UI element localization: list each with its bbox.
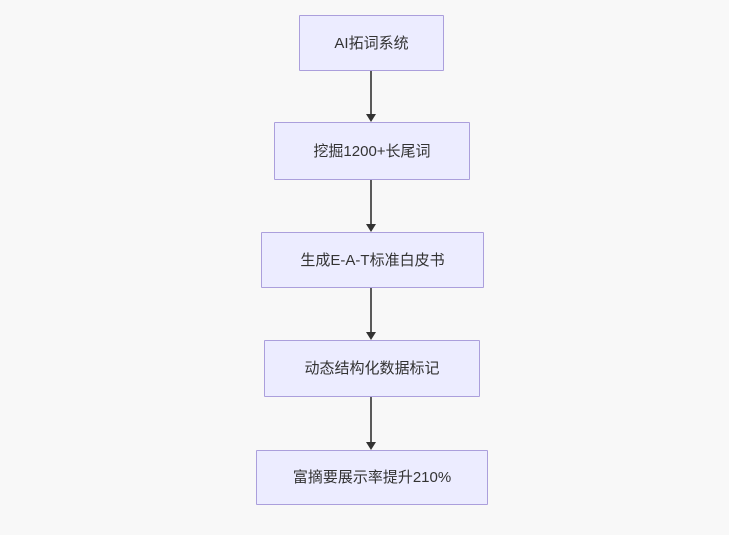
- arrowhead-down-icon: [366, 442, 376, 450]
- arrowhead-down-icon: [366, 114, 376, 122]
- flow-edge-2: [366, 180, 376, 232]
- edge-line: [370, 180, 372, 224]
- flow-node-label: 生成E-A-T标准白皮书: [300, 251, 445, 269]
- arrowhead-down-icon: [366, 332, 376, 340]
- flow-edge-4: [366, 397, 376, 450]
- flow-node-mine-longtail-keywords: 挖掘1200+长尾词: [274, 122, 470, 180]
- flow-node-ai-word-expansion-system: AI拓词系统: [299, 15, 444, 71]
- flow-node-label: 挖掘1200+长尾词: [313, 142, 431, 160]
- edge-line: [370, 71, 372, 114]
- flow-node-generate-eat-whitepaper: 生成E-A-T标准白皮书: [261, 232, 484, 288]
- flow-edge-3: [366, 288, 376, 340]
- arrowhead-down-icon: [366, 224, 376, 232]
- edge-line: [370, 397, 372, 442]
- flow-node-dynamic-structured-data-markup: 动态结构化数据标记: [264, 340, 480, 397]
- edge-line: [370, 288, 372, 332]
- flow-node-rich-snippet-rate-increase: 富摘要展示率提升210%: [256, 450, 488, 505]
- flow-node-label: AI拓词系统: [334, 34, 409, 52]
- flow-node-label: 富摘要展示率提升210%: [292, 469, 452, 486]
- flow-edge-1: [366, 71, 376, 122]
- flow-node-label: 动态结构化数据标记: [304, 360, 440, 377]
